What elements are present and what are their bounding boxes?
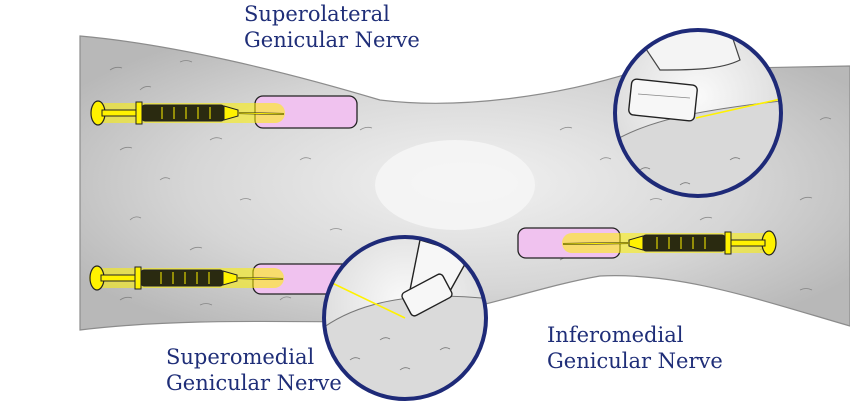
label-line: Genicular Nerve	[547, 349, 723, 373]
kneecap-highlight	[375, 140, 535, 230]
syringe-icon	[562, 230, 777, 256]
label-superolateral-genicular-nerve: Superolateral Genicular Nerve	[244, 1, 420, 53]
label-line: Genicular Nerve	[244, 28, 420, 52]
probe-icon	[628, 78, 698, 122]
label-inferomedial-genicular-nerve: Inferomedial Genicular Nerve	[547, 322, 723, 374]
label-line: Inferomedial	[547, 323, 684, 347]
syringe-icon	[90, 100, 285, 126]
syringe-icon	[89, 265, 284, 291]
zoom-circle-medial	[322, 235, 488, 401]
label-line: Superolateral	[244, 2, 390, 26]
zoom-circle-lateral	[613, 28, 783, 198]
label-line: Superomedial	[166, 345, 315, 369]
label-line: Genicular Nerve	[166, 371, 342, 395]
label-superomedial-genicular-nerve: Superomedial Genicular Nerve	[166, 344, 342, 396]
